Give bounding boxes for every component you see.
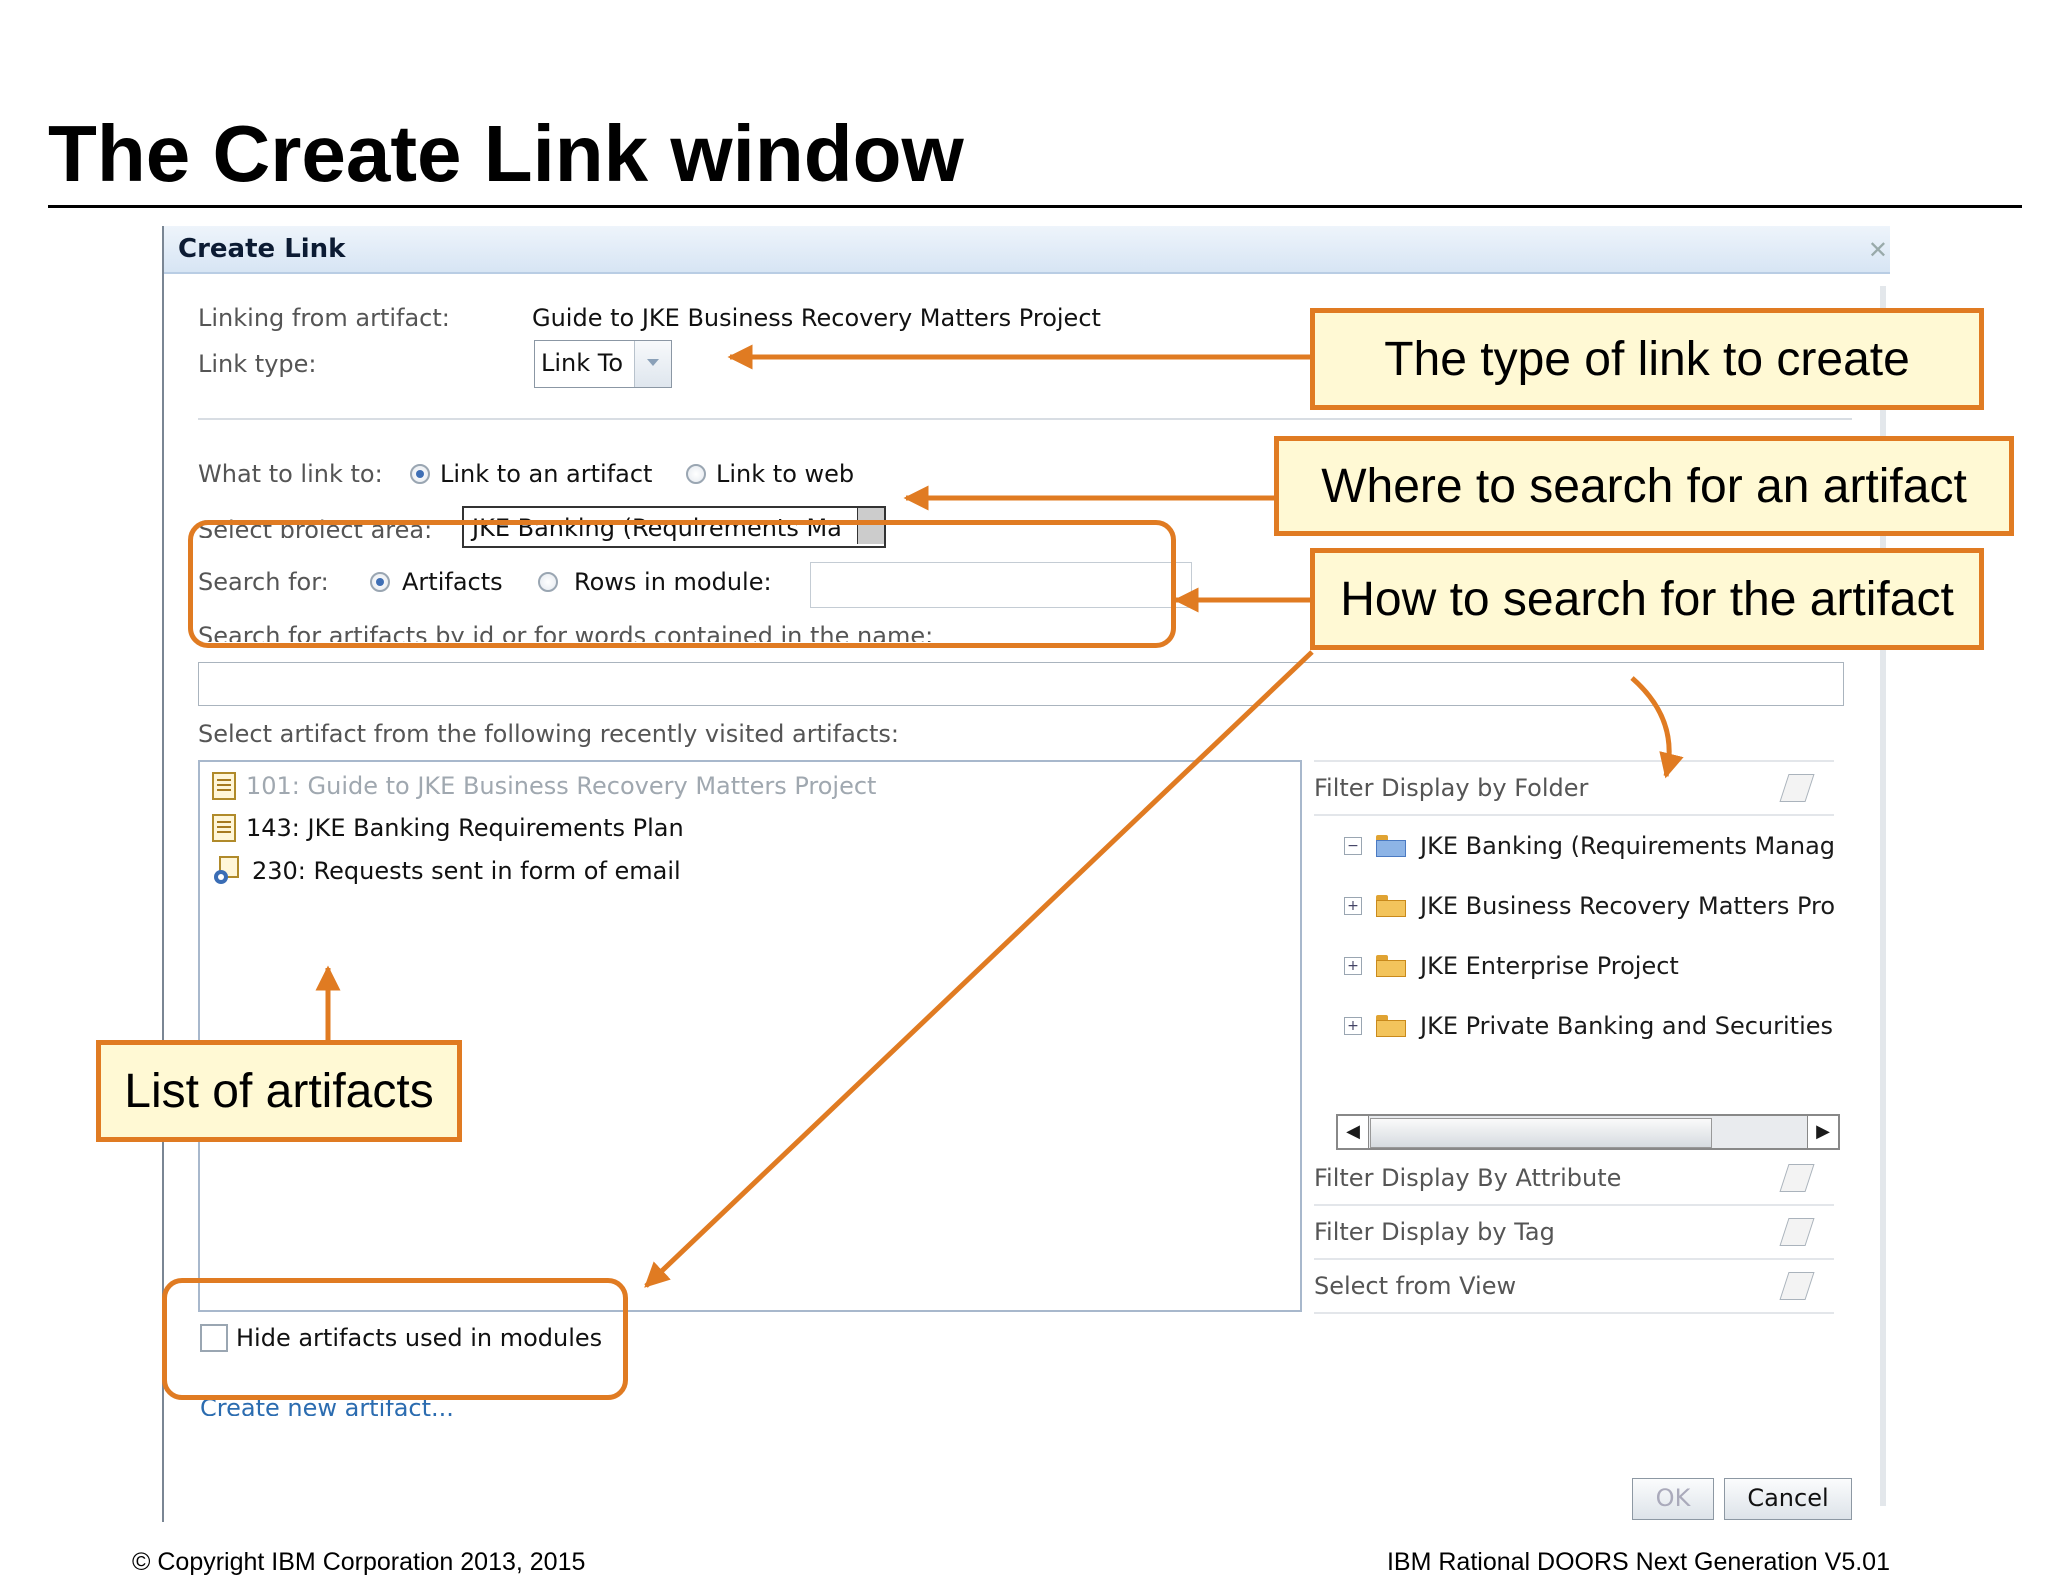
search-options-highlight [188,520,1176,648]
radio-rows-in-module[interactable] [538,572,558,592]
artifact-list: 101: Guide to JKE Business Recovery Matt… [198,760,1302,1312]
link-type-select[interactable]: Link To [534,340,672,388]
filter-folder-header[interactable]: Filter Display by Folder [1314,760,1834,816]
filter-tag-label: Filter Display by Tag [1314,1218,1555,1246]
section-divider [198,418,1852,420]
list-item[interactable]: 230: Requests sent in form of email [212,856,681,886]
list-item-label: 143: JKE Banking Requirements Plan [246,814,684,842]
title-divider [48,205,2022,208]
scrollbar-thumb[interactable] [1370,1118,1712,1148]
radio-artifacts-label: Artifacts [402,568,503,596]
linking-from-value: Guide to JKE Business Recovery Matters P… [532,304,1101,332]
hide-artifacts-highlight [162,1278,628,1400]
folder-open-icon [1376,835,1406,857]
chevron-down-icon[interactable] [857,508,884,544]
tree-item[interactable]: + JKE Business Recovery Matters Pro [1344,892,1835,920]
filter-attribute-row[interactable]: Filter Display By Attribute [1314,1154,1834,1206]
list-item-label: 230: Requests sent in form of email [252,857,681,885]
filter-tag-row[interactable]: Filter Display by Tag [1314,1208,1834,1260]
folder-icon [1376,955,1406,977]
horizontal-scrollbar[interactable]: ◀ ▶ [1336,1114,1840,1150]
tree-item-label: JKE Enterprise Project [1420,952,1679,980]
expand-icon[interactable]: + [1344,1017,1362,1035]
search-for-label: Search for: [198,568,329,596]
email-artifact-icon [212,856,242,886]
what-to-link-label: What to link to: [198,460,383,488]
arrow-to-hide-checkbox [644,650,1314,1288]
list-item-label: 101: Guide to JKE Business Recovery Matt… [246,772,877,800]
ok-button[interactable]: OK [1632,1478,1714,1520]
filter-attribute-label: Filter Display By Attribute [1314,1164,1622,1192]
recent-artifacts-label: Select artifact from the following recen… [198,720,900,748]
list-item[interactable]: 143: JKE Banking Requirements Plan [212,814,684,842]
select-view-row[interactable]: Select from View [1314,1262,1834,1314]
linking-from-label: Linking from artifact: [198,304,450,332]
select-view-label: Select from View [1314,1272,1517,1300]
document-icon [212,772,236,800]
hide-artifacts-label: Hide artifacts used in modules [236,1324,603,1352]
expand-icon[interactable]: + [1344,897,1362,915]
callout-search-where: Where to search for an artifact [1274,436,2014,536]
slide-title: The Create Link window [48,109,964,198]
radio-link-artifact-label: Link to an artifact [440,460,653,488]
folder-tree: − JKE Banking (Requirements Manag + JKE … [1344,832,1835,1040]
radio-link-web[interactable] [686,464,706,484]
dialog-header: Create Link ✕ [164,226,1890,274]
radio-link-artifact[interactable] [410,464,430,484]
list-item[interactable]: 101: Guide to JKE Business Recovery Matt… [212,772,876,800]
radio-link-web-label: Link to web [716,460,855,488]
expand-icon[interactable]: + [1344,957,1362,975]
cancel-button[interactable]: Cancel [1724,1478,1852,1520]
chevron-down-icon[interactable] [634,341,671,387]
callout-link-type: The type of link to create [1310,308,1984,410]
tree-item-label: JKE Business Recovery Matters Pro [1420,892,1836,920]
tree-item[interactable]: + JKE Private Banking and Securities [1344,1012,1835,1040]
callout-search-how: How to search for the artifact [1310,548,1984,650]
project-area-select[interactable]: JKE Banking (Requirements Ma [462,506,886,548]
folder-icon [1376,1015,1406,1037]
link-type-value: Link To [541,349,624,377]
vertical-scrollbar[interactable] [1880,286,1886,1506]
arrow-to-folder-filter [1630,676,1684,779]
document-icon [212,814,236,842]
tree-item-label: JKE Banking (Requirements Manag [1420,832,1836,860]
tree-item-label: JKE Private Banking and Securities [1420,1012,1834,1040]
chevron-left-icon[interactable]: ◀ [1338,1116,1369,1148]
dialog-title: Create Link [178,234,346,264]
search-input[interactable] [198,662,1844,706]
footer-copyright: © Copyright IBM Corporation 2013, 2015 [132,1548,586,1576]
project-area-value: JKE Banking (Requirements Ma [472,514,842,542]
chevron-right-icon[interactable]: ▶ [1807,1116,1838,1148]
filter-folder-label: Filter Display by Folder [1314,774,1589,802]
callout-list-of-artifacts: List of artifacts [96,1040,462,1142]
footer-product: IBM Rational DOORS Next Generation V5.01 [1386,1548,1890,1576]
folder-icon [1376,895,1406,917]
link-type-label: Link type: [198,350,317,378]
close-icon[interactable]: ✕ [1867,236,1888,264]
search-hint: Search for artifacts by id or for words … [198,622,934,642]
radio-rows-in-module-label: Rows in module: [574,568,772,596]
tree-item[interactable]: + JKE Enterprise Project [1344,952,1835,980]
collapse-icon[interactable]: − [1344,837,1362,855]
radio-artifacts[interactable] [370,572,390,592]
module-select[interactable] [810,562,1192,608]
hide-artifacts-checkbox[interactable] [200,1324,228,1352]
tree-item[interactable]: − JKE Banking (Requirements Manag [1344,832,1835,860]
